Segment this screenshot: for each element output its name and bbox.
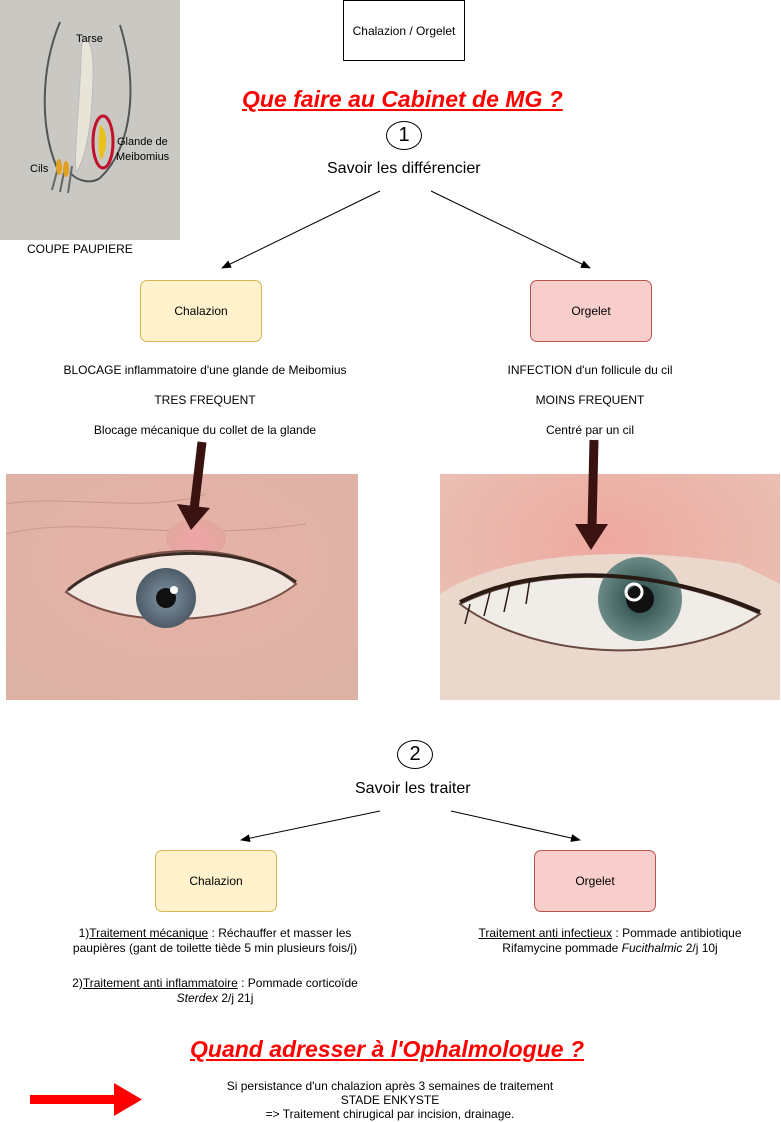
t1-title: Traitement mécanique	[89, 926, 209, 940]
chalazion-dark-arrow	[177, 441, 210, 530]
orgelet-box-label: Orgelet	[571, 304, 611, 318]
step-number-1-text: 1	[398, 124, 410, 146]
header-title-box: Chalazion / Orgelet	[343, 0, 465, 61]
label-glande-2: Meibomius	[116, 151, 170, 163]
step-number-2-text: 2	[409, 743, 421, 765]
treat-chalazion-box: Chalazion	[155, 850, 277, 912]
treat-chalazion-box-label: Chalazion	[189, 874, 243, 888]
orgelet-line-3: Centré par un cil	[545, 423, 635, 437]
arrow-to-treat-chalazion	[240, 810, 381, 843]
arrow-to-orgelet	[430, 190, 591, 269]
label-cils: Cils	[30, 163, 49, 175]
photo-arrows	[177, 439, 608, 550]
red-arrow-icon	[30, 1083, 142, 1116]
section2-subtitle: Savoir les traiter	[355, 780, 471, 797]
chalazion-line-1: BLOCAGE inflammatoire d'une glande de Me…	[63, 363, 347, 377]
chalazion-line-2: TRES FREQUENT	[154, 393, 256, 407]
t1-rest: : Réchauffer et masser les	[208, 926, 352, 940]
referral-text: Si persistance d'un chalazion après 3 se…	[190, 1079, 590, 1121]
arrow-to-chalazion	[221, 190, 381, 269]
t1-prefix: 1)	[78, 926, 90, 940]
section1-subtitle: Savoir les différencier	[327, 160, 481, 177]
arrow-to-treat-orgelet	[450, 810, 581, 842]
section2-arrows	[240, 810, 581, 843]
diagram-caption: COUPE PAUPIERE	[27, 242, 133, 256]
to-dose: 2/j 10j	[682, 941, 718, 955]
referral-line-2: STADE ENKYSTE	[340, 1093, 440, 1107]
label-tarse: Tarse	[76, 33, 103, 45]
step-number-1: 1	[386, 121, 422, 150]
treat-chalazion-t2: 2)Traitement anti inflammatoire : Pommad…	[60, 976, 370, 1006]
eyelid-diagram: Tarse Glande de Meibomius Cils	[0, 0, 180, 240]
treat-orgelet-box-label: Orgelet	[575, 874, 615, 888]
eyelid-drawing	[0, 0, 180, 240]
header-title: Chalazion / Orgelet	[352, 23, 456, 38]
treat-orgelet-box: Orgelet	[534, 850, 656, 912]
orgelet-eye-illustration	[440, 474, 780, 700]
t1-line2: paupières (gant de toilette tiède 5 min …	[72, 941, 358, 955]
orgelet-dark-arrow	[575, 439, 608, 550]
to-title: Traitement anti infectieux	[478, 926, 613, 940]
referral-title: Quand adresser à l'Ophalmologue ?	[190, 1036, 584, 1062]
t2-drug: Sterdex	[176, 991, 218, 1005]
to-line2a: Rifamycine pommade	[502, 941, 622, 955]
to-rest: : Pommade antibiotique	[612, 926, 742, 940]
chalazion-box-label: Chalazion	[174, 304, 228, 318]
orgelet-box: Orgelet	[530, 280, 652, 342]
t2-prefix: 2)	[72, 976, 83, 990]
treat-chalazion-t1: 1)Traitement mécanique : Réchauffer et m…	[60, 926, 370, 956]
referral-line-3: => Traitement chirugical par incision, d…	[265, 1107, 515, 1121]
section1-title: Que faire au Cabinet de MG ?	[242, 86, 563, 112]
chalazion-box: Chalazion	[140, 280, 262, 342]
t2-rest: : Pommade corticoïde	[237, 976, 358, 990]
label-glande-1: Glande de	[117, 136, 168, 148]
treat-orgelet-text: Traitement anti infectieux : Pommade ant…	[460, 926, 760, 956]
step-number-2: 2	[397, 740, 433, 769]
orgelet-line-1: INFECTION d'un follicule du cil	[507, 363, 673, 377]
t2-dose: 2/j 21j	[218, 991, 254, 1005]
t2-title: Traitement anti inflammatoire	[82, 976, 238, 990]
orgelet-line-2: MOINS FREQUENT	[535, 393, 645, 407]
section1-arrows	[221, 190, 591, 269]
referral-line-1: Si persistance d'un chalazion après 3 se…	[226, 1079, 554, 1093]
to-drug: Fucithalmic	[621, 941, 683, 955]
chalazion-line-3: Blocage mécanique du collet de la glande	[93, 423, 317, 437]
orgelet-photo	[440, 474, 780, 700]
